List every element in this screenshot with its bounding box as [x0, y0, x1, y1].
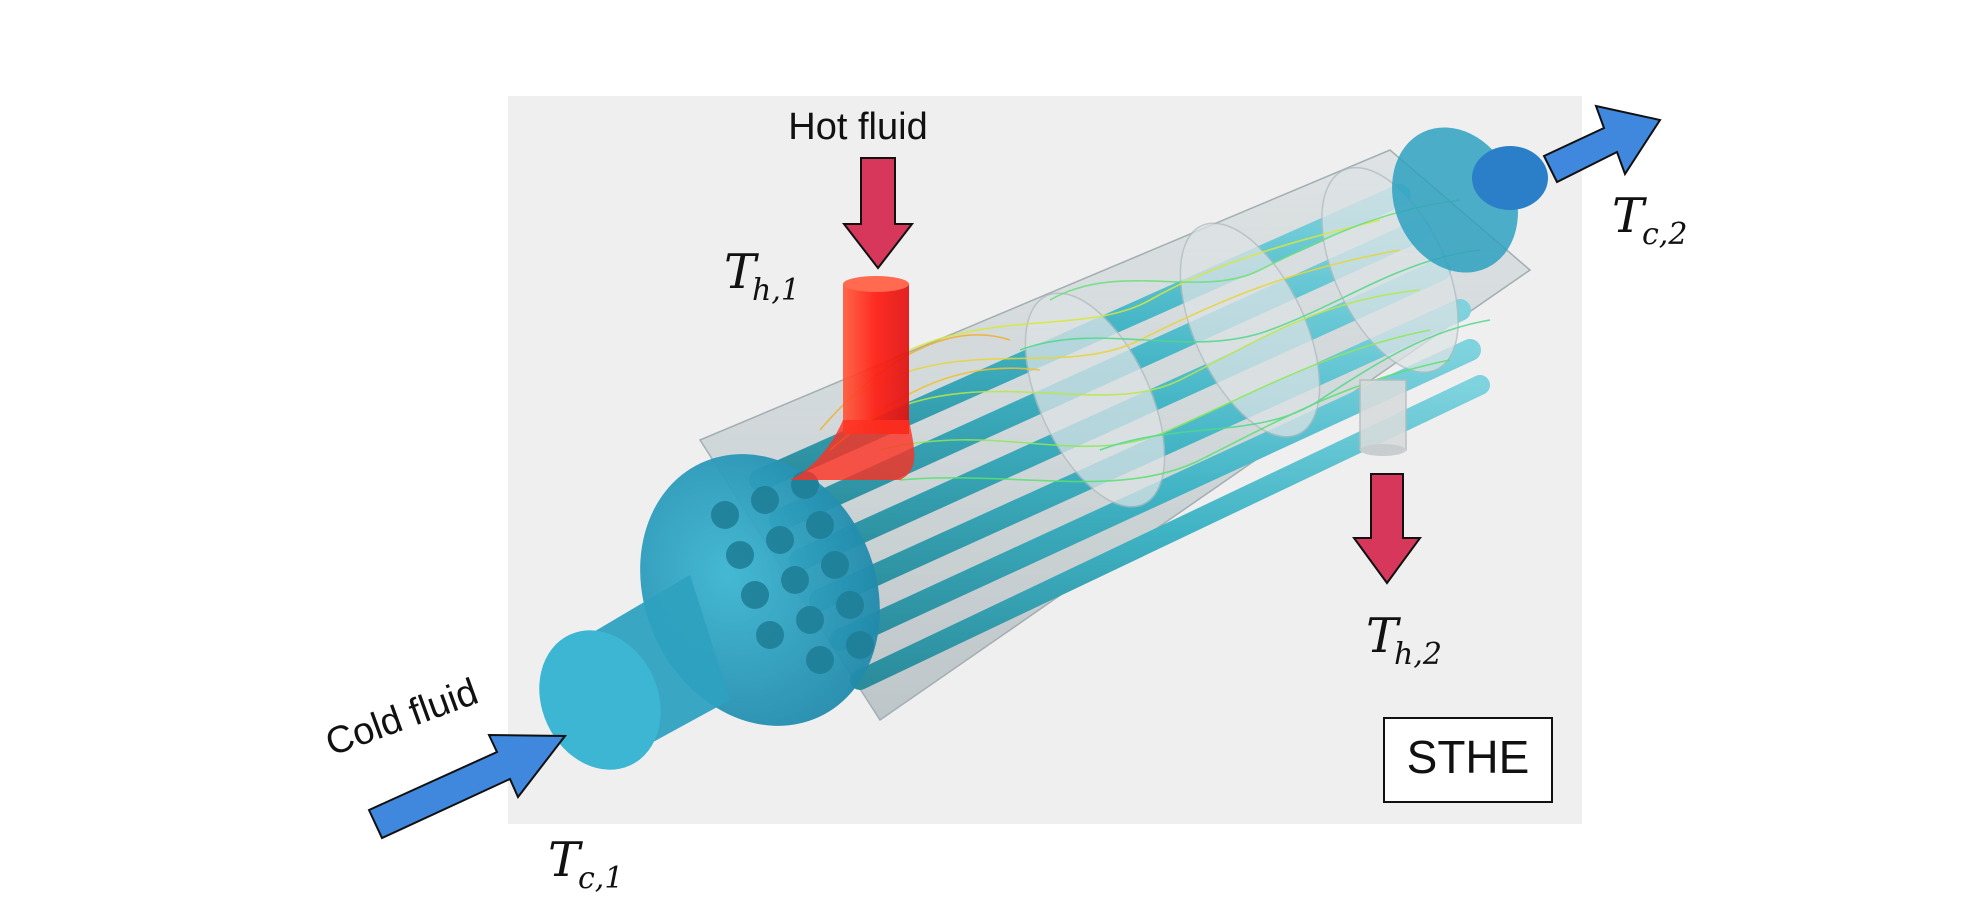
- svg-text:T: T: [1612, 188, 1647, 244]
- svg-text:c,2: c,2: [1642, 217, 1687, 252]
- heat-exchanger: [539, 127, 1548, 770]
- temp-hot-out: T h,2: [1366, 608, 1442, 672]
- hot-inlet-arrow: [841, 157, 915, 270]
- cold-fluid-label: Cold fluid: [320, 671, 483, 765]
- hot-outlet-arrow: [1352, 473, 1422, 585]
- streamlines: [819, 199, 1491, 483]
- temp-cold-in: T c,1: [548, 832, 623, 896]
- temp-hot-in: T h,1: [724, 244, 800, 308]
- device-label-box: [1383, 717, 1553, 803]
- svg-text:T: T: [548, 832, 583, 888]
- svg-text:c,1: c,1: [578, 861, 623, 896]
- temp-cold-out: T c,2: [1612, 188, 1687, 252]
- device-label: STHE: [1407, 731, 1530, 783]
- cold-outlet-arrow: [1542, 104, 1662, 184]
- svg-text:h,2: h,2: [1394, 637, 1442, 672]
- cold-outlet-nozzle: [1472, 146, 1548, 210]
- svg-text:h,1: h,1: [752, 273, 800, 308]
- hot-fluid-label: Hot fluid: [788, 106, 927, 148]
- tube-sheet-holes: [711, 471, 874, 674]
- cold-inlet-face: [539, 630, 661, 770]
- hot-outlet-nozzle: [1359, 379, 1407, 451]
- hot-inlet-nozzle: [843, 284, 909, 434]
- hot-stream-spread: [790, 420, 915, 480]
- svg-text:T: T: [724, 244, 759, 300]
- svg-text:T: T: [1366, 608, 1401, 664]
- cold-inlet-arrow: [367, 733, 568, 840]
